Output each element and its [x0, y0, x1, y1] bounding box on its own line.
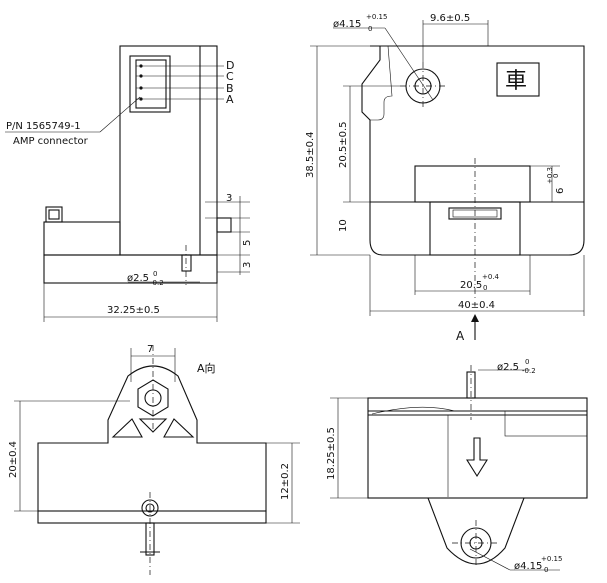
part-number-label: P/N 1565749-1: [6, 121, 81, 132]
dim-3-lower: 3: [242, 262, 253, 268]
view-bottom-right: ø2.5 0 -0.2 ø4.15 +0.15 0 18.25±0.5: [326, 358, 588, 574]
dim-pin-dia: ø2.5: [127, 273, 149, 284]
view-a-mark: A: [456, 329, 465, 343]
dim-5: 5: [242, 240, 253, 246]
view-a-direction-label: A向: [197, 361, 216, 375]
front-outline: [361, 45, 585, 256]
view-a-bottom-left: 7 A向 20±0.4 12±0.2: [8, 344, 300, 575]
dim-overall-height: 38.5±0.4: [305, 131, 316, 178]
dim-3-upper: 3: [226, 193, 232, 204]
dim-slot-width-tol-lower: 0: [483, 284, 487, 292]
dim-pin-dia-tol-upper: 0: [153, 270, 157, 278]
pin-a-label: A: [226, 93, 234, 106]
pin-d-label: D: [226, 59, 234, 72]
dim-slot-width-tol-upper: +0.4: [482, 273, 500, 281]
dim-hole-offset: 9.6±0.5: [430, 13, 470, 24]
amp-connector-outline: [129, 55, 171, 113]
connector-label: AMP connector: [13, 136, 89, 147]
dim-bottom-right-hole-tol-lower: 0: [544, 566, 548, 574]
dim-bottom-right-pin-dia: ø2.5: [497, 362, 519, 373]
bottom-right-boss: [427, 497, 525, 565]
bottom-pin-head: [141, 499, 159, 517]
side-view-top-left: D C B A P/N 1565749-1 AMP connector 3 5 …: [5, 45, 253, 322]
dim-bottom-right-hole-tol-upper: +0.15: [541, 555, 562, 563]
dim-slot-height: 6: [555, 188, 566, 194]
dim-pin-dia-tol-lower: -0.2: [150, 279, 164, 287]
dim-slot-width: 20.5: [460, 280, 482, 291]
dim-view-a-height: 20±0.4: [8, 441, 19, 478]
dim-slot-height-tol-lower: 0: [552, 174, 560, 178]
side-base: [43, 254, 218, 284]
dim-side-width: 32.25±0.5: [107, 305, 160, 316]
dim-bottom-right-pin-tol-lower: -0.2: [522, 367, 536, 375]
view-a-outline: [37, 365, 267, 512]
dim-bottom-right-pin-tol-upper: 0: [525, 358, 529, 366]
pin-c-label: C: [226, 70, 234, 83]
dim-bottom-right-hole-dia: ø4.15: [514, 561, 542, 572]
dim-hole-height: 20.5±0.5: [338, 121, 349, 168]
slot-housing: [414, 165, 531, 203]
dim-base-height: 10: [338, 219, 349, 232]
side-body: [119, 45, 218, 256]
dim-view-a-inner: 12±0.2: [280, 463, 291, 500]
dim-boss-width: 7: [147, 344, 153, 355]
dim-bottom-right-height: 18.25±0.5: [326, 427, 337, 480]
dim-overall-width: 40±0.4: [458, 300, 495, 311]
direction-arrow: [466, 437, 488, 478]
triangle-cutout-left: [111, 418, 143, 438]
dim-hole-dia: ø4.15: [333, 19, 361, 30]
dim-hole-dia-tol-lower: 0: [368, 25, 372, 33]
pin-b-label: B: [226, 82, 234, 95]
triangle-cutout-right: [163, 418, 195, 438]
bottom-right-body: [367, 397, 588, 499]
dim-hole-dia-tol-upper: +0.15: [366, 13, 387, 21]
front-view-top-right: 車 38.5±0.4 20.5±0.5 10 6 +0.3 0 9.6±0.5 …: [305, 13, 585, 343]
dim-slot-height-tol-upper: +0.3: [546, 167, 554, 184]
logo-glyph: 車: [505, 69, 527, 94]
logo-box: [496, 62, 540, 97]
